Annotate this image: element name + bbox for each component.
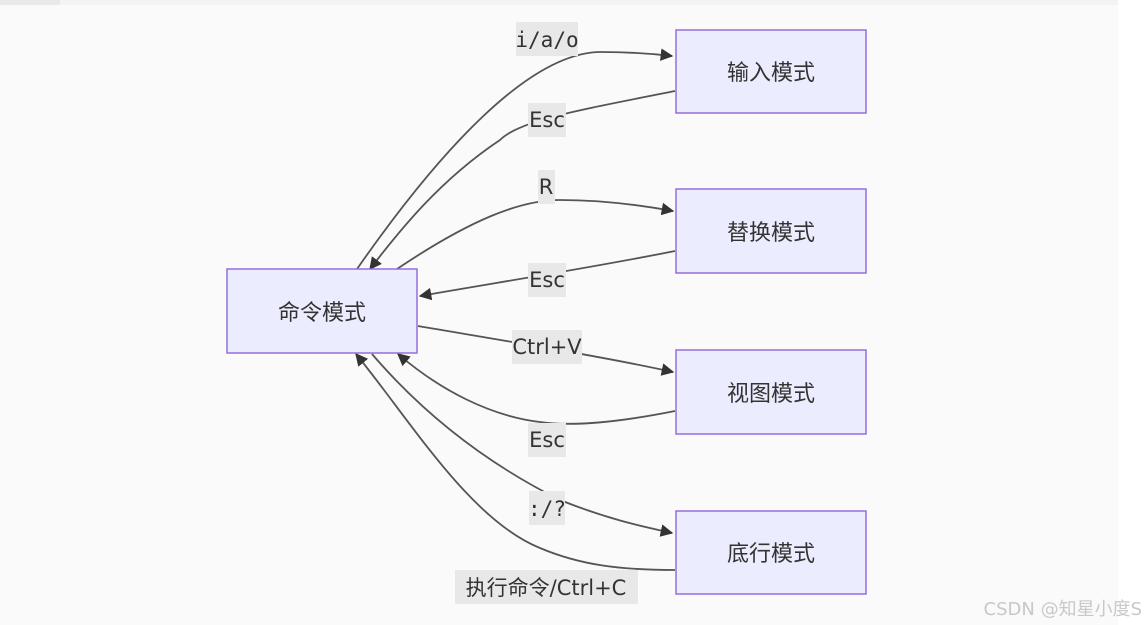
node-replace-mode: 替换模式 [675,188,867,274]
edge-label-to-lastline-text: :/? [528,497,566,521]
node-visual-mode: 视图模式 [675,349,867,435]
node-visual-mode-label: 视图模式 [727,382,815,407]
edge-label-from-visual-text: Esc [529,428,565,452]
edge-label-from-visual: Esc [528,423,566,457]
edge-lastline-to-command [355,353,676,571]
edge-label-from-input-text: Esc [529,108,565,132]
node-command-mode: 命令模式 [226,268,418,354]
edge-input-to-command [369,90,676,270]
edge-label-from-input: Esc [528,103,566,137]
node-lastline-mode: 底行模式 [675,510,867,595]
edge-visual-to-command [397,353,676,425]
edge-label-to-input: i/a/o [515,22,579,56]
edge-label-from-replace-text: Esc [529,268,565,292]
node-lastline-mode-label: 底行模式 [727,542,815,567]
top-strip [0,0,1118,5]
node-input-mode: 输入模式 [675,29,867,114]
edge-command-to-input [356,48,674,270]
edge-label-to-input-text: i/a/o [515,28,578,52]
edge-label-to-visual-text: Ctrl+V [512,335,582,359]
node-input-mode-label: 输入模式 [727,61,815,86]
node-replace-mode-label: 替换模式 [727,221,815,246]
edge-command-to-lastline [371,353,674,537]
watermark: CSDN @知星小度S [983,599,1142,620]
edge-label-to-visual: Ctrl+V [512,330,582,364]
edge-label-from-lastline-text: 执行命令/Ctrl+C [466,576,627,600]
edge-label-from-lastline: 执行命令/Ctrl+C [455,570,638,604]
edge-label-to-lastline: :/? [528,491,566,525]
edge-label-to-replace: R [538,170,555,204]
edge-command-to-replace [396,199,675,270]
edge-label-to-replace-text: R [539,175,554,199]
top-strip-accent [0,0,60,5]
node-command-mode-label: 命令模式 [278,301,366,326]
edge-label-from-replace: Esc [528,263,566,297]
